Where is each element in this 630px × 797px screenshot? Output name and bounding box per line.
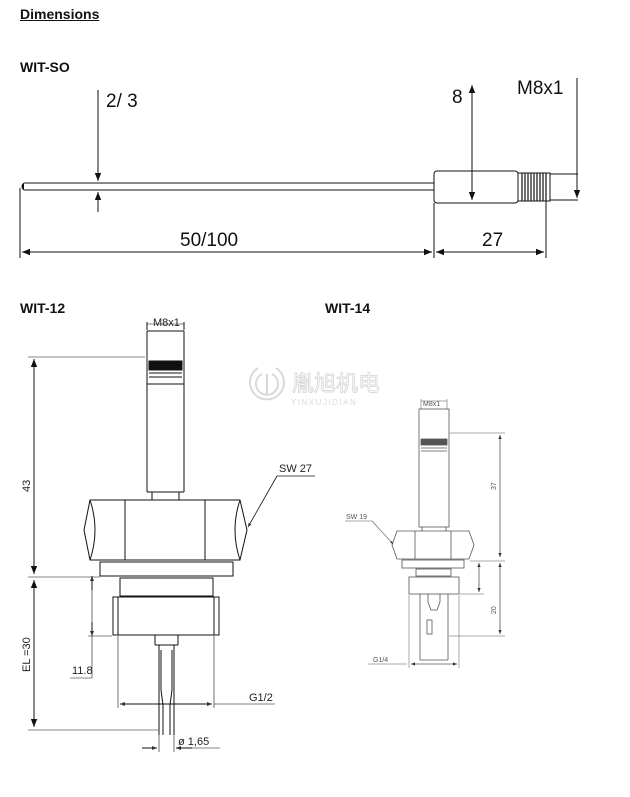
wit-so-probe-diameter-label: 2/ 3: [106, 91, 138, 112]
wit-12-11-8-label: 11.8: [72, 665, 93, 677]
wit-12-11-8-dimension: [70, 576, 112, 679]
wit-so-length-dimensions: [19, 188, 547, 258]
wit-12-connector: [146, 330, 185, 500]
watermark-chinese-text: 胤旭机电: [292, 372, 380, 397]
wit-so-probe-length-label: 50/100: [180, 230, 238, 251]
wit-12-tip-diameter-dimension: [142, 735, 220, 752]
dimensions-heading: Dimensions: [20, 6, 100, 22]
watermark: 胤旭机电 YINXUJIDIAN: [249, 367, 380, 407]
watermark-logo-icon: [249, 367, 285, 401]
wit-14-wrench-size-label: SW 19: [346, 514, 367, 521]
wit-12-collar: [99, 561, 234, 597]
wit-14-height-label: 37: [491, 482, 498, 490]
wit-12-height-label: 43: [21, 480, 33, 492]
wit-14-connector: [418, 408, 450, 531]
wit-so-head-length-label: 27: [482, 230, 503, 251]
wit-12-heading: WIT-12: [20, 300, 66, 316]
wit-12-drawing: [28, 322, 315, 752]
wit-14-lower-length-label: 20: [491, 606, 498, 614]
wit-so-thread-label: M8x1: [517, 78, 563, 99]
wit-14-hex-nut: [391, 530, 475, 560]
wit-12-hex-nut: [83, 499, 248, 561]
wit-12-process-thread-dimension: [117, 636, 275, 708]
wit-12-wrench-size-label: SW 27: [279, 463, 312, 475]
wit-12-thread-body: [112, 596, 220, 646]
watermark-english-text: YINXUJIDIAN: [291, 398, 357, 407]
wit-so-heading: WIT-SO: [20, 59, 70, 75]
wit-14-thread-top-label: M8x1: [423, 401, 440, 408]
wit-so-probe-rod: [21, 182, 434, 191]
wit-so-drawing: [19, 78, 581, 258]
wit-12-immersion-length-label: EL =30: [21, 637, 33, 672]
wit-14-process-thread-label: G1/4: [373, 657, 388, 664]
wit-12-probe: [158, 645, 175, 735]
wit-14-heading: WIT-14: [325, 300, 371, 316]
wit-12-process-thread-label: G1/2: [249, 692, 273, 704]
wit-so-head-diameter-label: 8: [452, 87, 463, 108]
wit-14-thread-body: [408, 576, 460, 661]
wit-12-thread-top-label: M8x1: [153, 317, 180, 329]
wit-12-height-dimension: [28, 356, 145, 578]
wit-12-immersion-dimension: [28, 580, 158, 731]
wit-12-tip-diameter-label: ø 1,65: [178, 736, 209, 748]
wit-so-head: [433, 170, 578, 204]
wit-14-drawing: [345, 399, 505, 668]
wit-14-collar: [401, 559, 465, 577]
